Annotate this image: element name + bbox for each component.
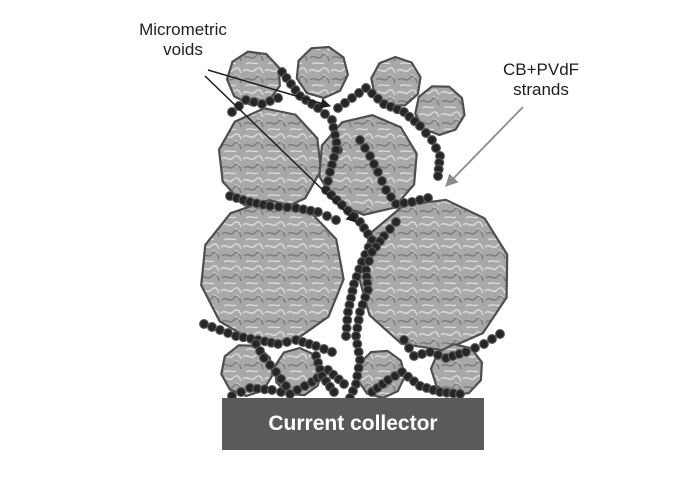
carbon-black-particle [417,349,427,359]
carbon-black-particle [391,217,401,227]
carbon-black-particle [352,323,363,333]
carbon-black-particle [265,360,275,370]
carbon-black-particle [236,387,246,397]
carbon-black-particle [364,256,374,266]
carbon-black-particle [399,198,409,208]
carbon-black-particle [381,185,391,195]
voids-label-line2: voids [163,40,203,59]
active-particle [414,85,466,137]
carbon-black-binder-strands [199,67,505,403]
carbon-black-particle [227,107,237,117]
carbon-black-particle [323,176,333,186]
carbon-black-particle [320,109,330,119]
carbon-black-particle [355,135,365,145]
carbon-black-particle [495,329,505,339]
carbon-black-particle [461,347,471,357]
carbon-black-particle [267,385,277,395]
carbon-black-particle [241,95,251,105]
carbon-black-particle [273,339,283,349]
carbon-black-particle [353,363,364,373]
carbon-black-particle [354,88,364,98]
carbon-black-particle [352,339,363,349]
carbon-black-particle [273,201,284,212]
micrometric-voids-label: Micrometric voids [108,20,258,60]
carbon-black-particle [282,337,292,347]
carbon-black-particle [353,347,364,357]
cb-pvdf-strands-label: CB+PVdF strands [466,60,616,100]
carbon-black-particle [423,193,433,203]
carbon-black-particle [265,201,275,211]
carbon-black-particle [415,121,425,131]
carbon-black-particle [421,128,431,138]
carbon-black-particle [360,143,370,153]
carbon-black-particle [313,207,323,217]
carbon-black-particle [433,171,443,181]
carbon-black-particle [431,143,441,153]
carbon-black-particle [367,247,377,257]
voids-arrow-lower [204,75,357,223]
carbon-black-particle [352,371,363,381]
carbon-black-particle [347,93,357,103]
carbon-black-particle [391,199,401,209]
active-particle [356,198,509,352]
carbon-black-particle [404,343,414,353]
carbon-black-particle [325,167,335,177]
strands-arrow [445,106,524,187]
carbon-black-particle [369,159,379,169]
carbon-black-particle [342,315,353,325]
carbon-black-particle [427,135,437,145]
carbon-black-particle [340,98,350,108]
active-particle [318,114,418,216]
carbon-black-particle [327,347,337,357]
carbon-black-particle [353,315,364,325]
carbon-black-particle [479,339,489,349]
carbon-black-particle [409,351,419,361]
voids-arrow-upper [207,69,332,109]
carbon-black-particle [355,307,365,317]
carbon-black-particle [399,335,409,345]
carbon-black-particle [373,167,383,177]
carbon-black-particle [487,334,497,344]
carbon-black-particle [276,374,286,384]
current-collector: Current collector [222,398,484,450]
carbon-black-particle [322,211,332,221]
carbon-black-particle [271,367,281,377]
carbon-black-particle [470,343,480,353]
carbon-black-particle [351,331,361,341]
carbon-black-particle [343,307,353,317]
strands-label-line2: strands [513,80,569,99]
carbon-black-particle [355,355,365,365]
carbon-black-particle [377,176,387,186]
carbon-black-particle [365,151,375,161]
carbon-black-particle [331,215,341,225]
carbon-black-particle [415,195,425,205]
carbon-black-particle [367,88,377,99]
carbon-black-particle [339,379,349,389]
carbon-black-particle [341,323,352,333]
strands-label-line1: CB+PVdF [502,60,580,79]
carbon-black-particle [329,387,339,397]
carbon-black-particle [385,224,395,234]
carbon-black-particle [249,97,259,107]
carbon-black-particle [281,381,291,391]
active-particle [295,45,350,100]
carbon-black-particle [234,101,244,111]
carbon-black-particle [273,93,283,103]
carbon-black-particle [341,331,351,341]
carbon-black-particle [386,192,396,202]
carbon-black-particle [282,202,293,213]
voids-label-line1: Micrometric [139,20,227,39]
carbon-black-particle [292,385,303,395]
carbon-black-particle [407,197,417,207]
carbon-black-particle [259,353,269,363]
carbon-black-particle [333,103,343,113]
active-particle [200,198,345,344]
